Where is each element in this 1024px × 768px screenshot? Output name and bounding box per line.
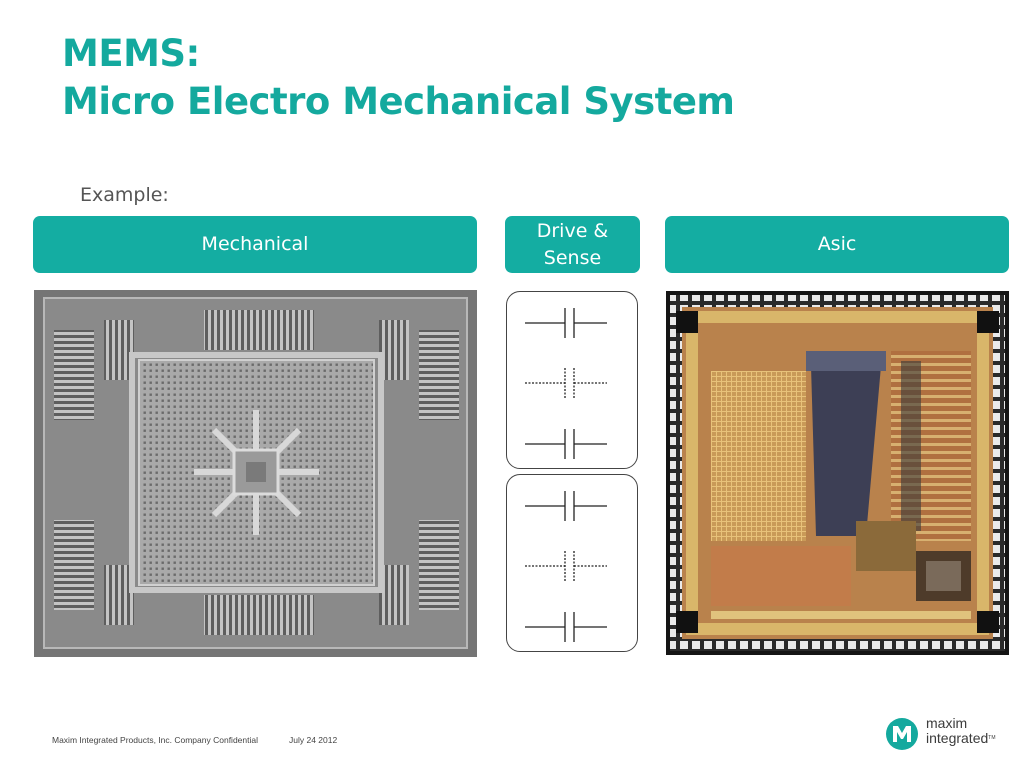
capacitor-symbols-icon xyxy=(525,308,607,459)
mechanical-header: Mechanical xyxy=(33,216,477,273)
title-line-1: MEMS: xyxy=(62,32,200,75)
drive-sense-header: Drive & Sense xyxy=(505,216,640,273)
slide-title: MEMS: Micro Electro Mechanical System xyxy=(62,30,735,126)
logo-line-1: maxim xyxy=(926,715,968,731)
drive-sense-header-label: Drive & Sense xyxy=(536,219,609,269)
capacitor-panel-sense xyxy=(506,474,638,652)
capacitor-panel-drive xyxy=(506,291,638,469)
maxim-integrated-logo: maxim integratedTM xyxy=(884,716,1014,752)
footer-company: Maxim Integrated Products, Inc. Company … xyxy=(52,735,258,745)
example-label: Example: xyxy=(80,184,169,206)
maxim-logo-icon xyxy=(886,718,918,750)
logo-line-2: integrated xyxy=(926,730,989,746)
asic-header-label: Asic xyxy=(817,233,857,255)
mems-sem-image xyxy=(34,290,477,657)
logo-trademark: TM xyxy=(988,735,996,741)
mechanical-header-label: Mechanical xyxy=(201,233,309,255)
footer-date: July 24 2012 xyxy=(289,735,338,745)
title-line-2: Micro Electro Mechanical System xyxy=(62,80,735,123)
logo-wordmark: maxim integratedTM xyxy=(926,716,996,746)
asic-header: Asic xyxy=(665,216,1009,273)
asic-die-photo xyxy=(666,291,1009,655)
capacitor-symbols-icon xyxy=(525,491,607,642)
